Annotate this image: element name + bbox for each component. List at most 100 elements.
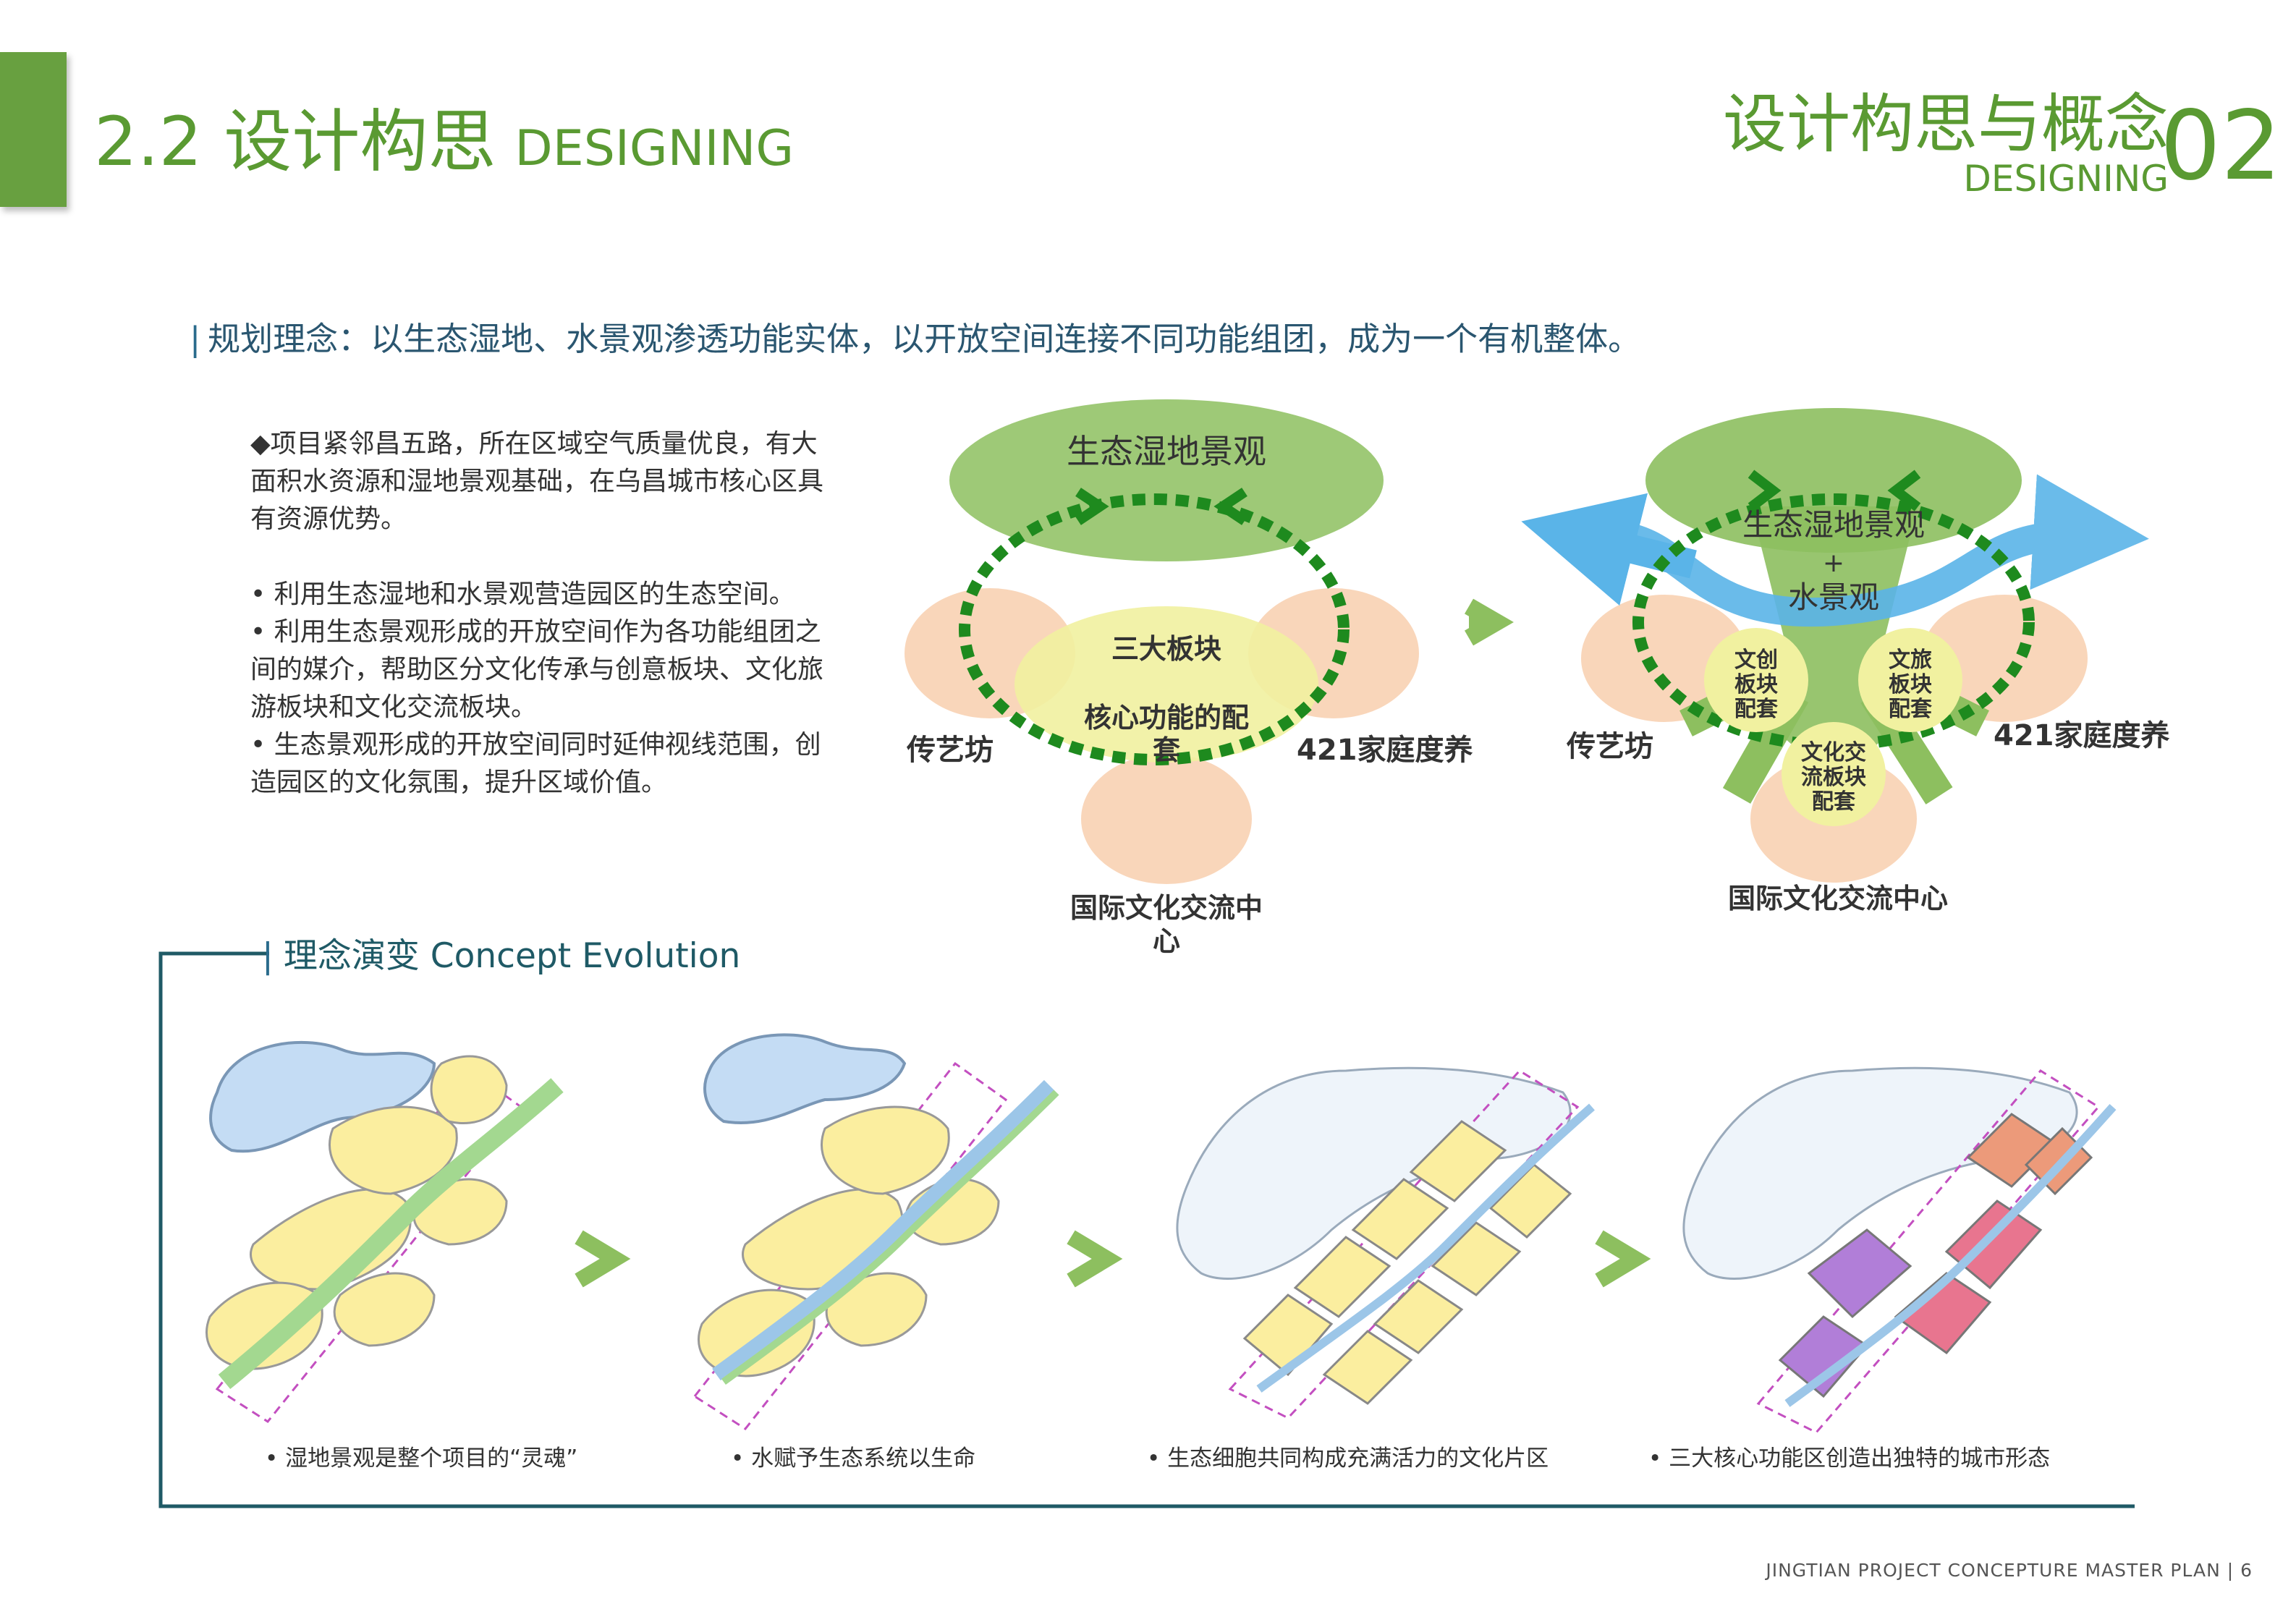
evolution-caption-4: • 三大核心功能区创造出独特的城市形态 xyxy=(1648,1445,2051,1472)
label-421: 421家庭度养 xyxy=(1297,734,1473,767)
block-wenlv xyxy=(1858,628,1962,732)
page-title-cn: 2.2 设计构思 xyxy=(94,103,496,182)
label-water: 水景观 xyxy=(1788,579,1879,615)
block-bottom-blob xyxy=(1081,754,1252,884)
water-channel xyxy=(1256,1103,1595,1393)
cell xyxy=(825,1272,928,1347)
label-block-a-2: 板块 xyxy=(1734,672,1778,697)
evolution-caption-1: • 湿地景观是整个项目的“灵魂” xyxy=(265,1445,578,1472)
description-bullet: 游板块和文化交流板块。 xyxy=(250,692,538,722)
green-corridor xyxy=(218,1078,564,1390)
cell xyxy=(820,1105,950,1195)
chevron-icon xyxy=(1213,488,1247,525)
cell xyxy=(1373,1279,1464,1354)
water-channel xyxy=(1784,1104,2117,1407)
chevron-icon xyxy=(1748,470,1782,511)
chapter-title-cn: 设计构思与概念 xyxy=(1722,87,2169,161)
evolution-stage-1 xyxy=(205,1040,564,1423)
label-three-blocks: 三大板块 xyxy=(1111,633,1221,665)
planning-concept: |规划理念：以生态湿地、水景观渗透功能实体，以开放空间连接不同功能组团，成为一个… xyxy=(190,313,1640,360)
chapter-title-en: DESIGNING xyxy=(1963,158,2169,200)
label-plus: + xyxy=(1823,548,1844,578)
label-intl: 国际文化交流中心 xyxy=(1728,883,1948,914)
cell xyxy=(1293,1236,1391,1318)
evolution-title: |理念演变 Concept Evolution xyxy=(262,927,740,977)
cell xyxy=(1351,1178,1449,1260)
description-line: ◆项目紧邻昌五路，所在区域空气质量优良，有大 xyxy=(250,429,818,459)
water-channel xyxy=(712,1079,1055,1381)
block-wenhua xyxy=(1782,722,1886,826)
water-body xyxy=(209,1040,436,1153)
evolution-caption-2: • 水赋予生态系统以生命 xyxy=(731,1445,976,1472)
site-outline xyxy=(1228,1069,1580,1419)
circulation-loop xyxy=(1632,493,2035,751)
arrow-right-icon xyxy=(1464,598,1514,646)
chapter-number: 02 xyxy=(2160,90,2282,202)
cell xyxy=(1431,1221,1522,1296)
green-corridor xyxy=(721,1090,1059,1385)
cell xyxy=(1242,1294,1334,1377)
description-bullet: • 生态景观形成的开放空间同时延伸视线范围，创 xyxy=(250,730,821,760)
arrow-right-icon xyxy=(575,1230,631,1288)
cell-pink xyxy=(1944,1199,2043,1290)
label-block-a-3: 配套 xyxy=(1734,697,1778,722)
label-chuanyifang: 传艺坊 xyxy=(1566,730,1653,763)
cell xyxy=(430,1055,508,1125)
evolution-caption-3: • 生态细胞共同构成充满活力的文化片区 xyxy=(1147,1445,1549,1472)
cell xyxy=(1409,1120,1507,1202)
description-line: 有资源优势。 xyxy=(250,504,407,534)
cell xyxy=(333,1272,436,1347)
block-right-blob xyxy=(1921,595,2088,722)
section-bar: | xyxy=(262,936,274,976)
label-block-c-3: 配套 xyxy=(1812,789,1855,815)
header-accent-bar xyxy=(0,52,67,207)
water-body xyxy=(703,1033,907,1124)
label-block-b-2: 板块 xyxy=(1889,672,1932,697)
cell xyxy=(328,1105,458,1195)
description-line: 面积水资源和湿地景观基础，在乌昌城市核心区具 xyxy=(250,467,824,496)
description-bullet: 间的媒介，帮助区分文化传承与创意板块、文化旅 xyxy=(250,655,824,684)
arrow-right-icon xyxy=(1067,1230,1123,1288)
block-wenchuang xyxy=(1704,628,1808,732)
chevron-icon xyxy=(1887,470,1921,511)
label-block-a-1: 文创 xyxy=(1734,647,1778,673)
chevron-icon xyxy=(1075,488,1109,525)
label-block-b-3: 配套 xyxy=(1889,697,1932,722)
core-ellipse xyxy=(1014,606,1318,763)
section-bar: | xyxy=(190,320,201,358)
cell xyxy=(1488,1163,1572,1239)
label-block-b-1: 文旅 xyxy=(1889,647,1932,673)
evolution-title-text: 理念演变 Concept Evolution xyxy=(283,936,741,976)
concept-diagram-right: 生态湿地景观 + 水景观 文创 板块 配套 文旅 板块 配套 文化交 流板块 配… xyxy=(1521,408,2170,914)
site-outline xyxy=(1756,1069,2101,1434)
evolution-frame xyxy=(158,951,2135,1508)
label-core-2: 套 xyxy=(1153,734,1180,766)
label-block-c-2: 流板块 xyxy=(1801,765,1866,790)
label-block-c-1: 文化交 xyxy=(1801,740,1866,765)
label-core-1: 核心功能的配 xyxy=(1084,702,1249,734)
description-bullet: • 利用生态景观形成的开放空间作为各功能组团之 xyxy=(250,617,821,647)
evolution-stage-4 xyxy=(1682,1066,2117,1434)
cell xyxy=(205,1281,323,1370)
cell-pink xyxy=(1894,1272,1992,1355)
evolution-stage-2 xyxy=(692,1033,1059,1430)
label-intl-1: 国际文化交流中 xyxy=(1070,892,1263,924)
label-421: 421家庭度养 xyxy=(1994,719,2170,752)
footer: JINGTIAN PROJECT CONCEPTURE MASTER PLAN … xyxy=(1766,1560,2253,1581)
description-bullet: 造园区的文化氛围，提升区域价值。 xyxy=(250,768,668,797)
label-wetland: 生态湿地景观 xyxy=(1067,432,1266,471)
cell xyxy=(1322,1330,1413,1405)
concept-diagram-left: 生态湿地景观 三大板块 核心功能的配 套 传艺坊 421家庭度养 国际文化交流中… xyxy=(905,399,1473,957)
label-intl-2: 心 xyxy=(1153,925,1180,957)
planning-concept-text: 规划理念：以生态湿地、水景观渗透功能实体，以开放空间连接不同功能组团，成为一个有… xyxy=(208,320,1641,358)
evolution-stage-3 xyxy=(1176,1066,1595,1419)
water-flow-left xyxy=(1521,493,1697,606)
description-bullet: • 利用生态湿地和水景观营造园区的生态空间。 xyxy=(250,579,795,609)
cell-purple xyxy=(1807,1228,1912,1319)
description-block: ◆项目紧邻昌五路，所在区域空气质量优良，有大 面积水资源和湿地景观基础，在乌昌城… xyxy=(250,425,851,802)
water-body xyxy=(1176,1066,1572,1280)
cell xyxy=(697,1288,816,1377)
circulation-loop xyxy=(959,493,1350,765)
